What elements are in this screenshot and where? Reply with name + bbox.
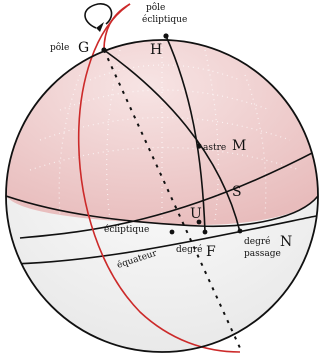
label-S: S [232,184,242,200]
label-pole-ecliptic-1: pôle [146,2,165,13]
arc-H-M-F [165,35,206,233]
label-degre-F: degré [176,244,202,255]
label-N: N [280,234,292,250]
label-U: U [190,206,202,222]
label-degre-N: degré [244,236,270,247]
label-pole: pôle [50,42,69,53]
point-U [196,219,202,225]
point-ecliptic-equator [169,229,175,235]
sphere-outline [5,39,319,353]
rotation-arrow-head [96,22,104,32]
label-G: G [78,40,89,56]
red-great-circle-top [103,3,131,51]
equator-circle [9,215,317,265]
rotation-arrow [84,3,113,29]
point-F [202,229,208,235]
label-F: F [206,244,216,260]
arc-G-M-N [103,49,241,233]
label-ecliptique: écliptique [104,224,149,235]
point-H [163,33,169,39]
label-H: H [150,42,162,58]
point-G [101,47,107,53]
point-M [196,143,202,149]
horizon-line [6,195,318,228]
cap-dot-grid [29,42,301,221]
point-N [237,228,243,234]
label-pole-ecliptic-2: écliptique [142,14,187,25]
ecliptic-circle [19,149,318,239]
label-M: M [232,138,246,154]
label-passage: passage [244,249,281,259]
label-astre: astre [203,143,226,153]
polar-axis-dashed [103,49,241,349]
